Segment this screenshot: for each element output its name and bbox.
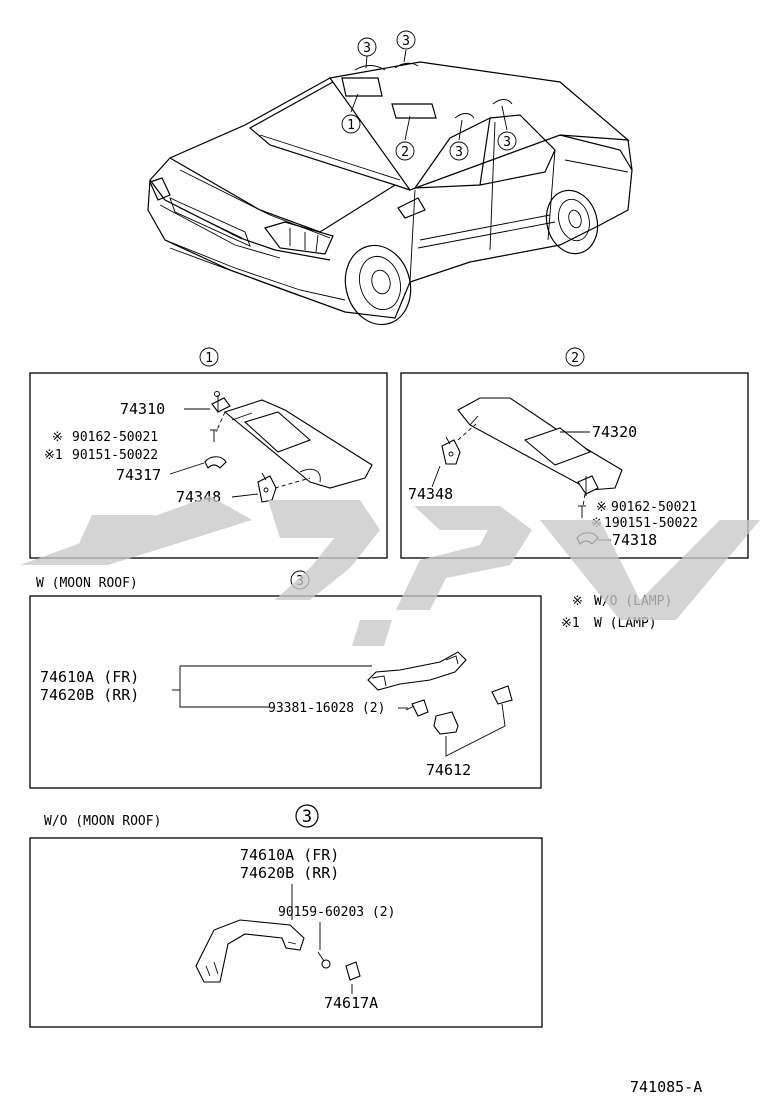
bracket-74612 [445,703,506,757]
holder-74317 [204,456,227,469]
svg-text:3: 3 [503,135,511,150]
sun-visor-right [457,397,623,491]
svg-text:2: 2 [401,145,409,160]
screw-90159 [317,951,331,969]
clip-93381 [405,699,429,717]
label-90159: 90159-60203 (2) [278,905,395,920]
label-93381: 93381-16028 (2) [268,701,385,716]
overview-callout-3: 1 [341,114,361,134]
legend-mark-1: ※ [572,594,583,609]
label-90162-left: 90162-50021 [72,430,158,445]
watermark-logo [20,496,760,646]
bracket-74610-p3 [179,666,270,708]
leader-74348-left [231,493,259,498]
overview-callout-4: 2 [395,141,415,161]
visor-holder-74348-right [441,436,461,465]
visor-bracket-right [577,475,599,496]
diagram-code: 741085-A [630,1078,702,1096]
svg-text:1: 1 [347,118,355,133]
panel-3-label: W (MOON ROOF) [36,576,138,591]
svg-text:3: 3 [363,41,371,56]
cover-74612-b [491,685,513,705]
sun-visor-left [223,399,373,489]
panel-1-dash-1 [215,411,226,433]
panel-4-circle: 3 [295,804,319,828]
svg-text:3: 3 [455,145,463,160]
leader-74348-right [431,465,441,488]
car-illustration [147,49,633,326]
panel-1-frame [29,372,388,559]
legend-mark-2: ※1 [561,616,580,631]
label-74320: 74320 [592,423,637,441]
label-74620-p3: 74620B (RR) [40,686,139,704]
svg-text:3: 3 [402,34,410,49]
label-74348-right: 74348 [408,485,453,503]
panel-2-circle: 2 [565,347,585,367]
mark-90151: ※1 [44,448,63,463]
leader-74317 [169,462,205,475]
panel-1-dash-2 [274,477,311,489]
panel-2-dash-2 [582,493,586,507]
mark-90162-right: ※ [596,500,607,515]
visor-bracket-74310 [211,391,231,413]
svg-text:2: 2 [571,351,579,366]
label-74610-p4: 74610A (FR) [240,846,339,864]
assist-grip-no-moonroof [195,919,305,983]
overview-callout-6: 3 [497,131,517,151]
screw-90162-right [578,505,586,518]
panel-4-frame [29,837,543,1028]
assist-grip-moonroof [367,651,467,691]
label-74612: 74612 [426,761,471,779]
label-90151-left: 90151-50022 [72,448,158,463]
cap-74617a [345,961,361,981]
label-74617a: 74617A [324,994,378,1012]
label-90151-right: 190151-50022 [604,516,698,531]
svg-text:1: 1 [205,351,213,366]
label-90162-right: 90162-50021 [611,500,697,515]
visor-holder-74348-left [257,472,277,503]
screw-90162 [210,429,218,442]
label-74610-p3: 74610A (FR) [40,668,139,686]
mark-90162: ※ [52,430,63,445]
label-74620-p4: 74620B (RR) [240,864,339,882]
panel-4-label: W/O (MOON ROOF) [44,814,161,829]
overview-callout-1: 3 [357,37,377,57]
label-74317: 74317 [116,466,161,484]
label-74318: 74318 [612,531,657,549]
label-74310: 74310 [120,400,165,418]
cover-74612-a [433,711,459,735]
svg-text:3: 3 [302,807,312,827]
overview-callout-2: 3 [396,30,416,50]
panel-1-circle: 1 [199,347,219,367]
overview-callout-5: 3 [449,141,469,161]
